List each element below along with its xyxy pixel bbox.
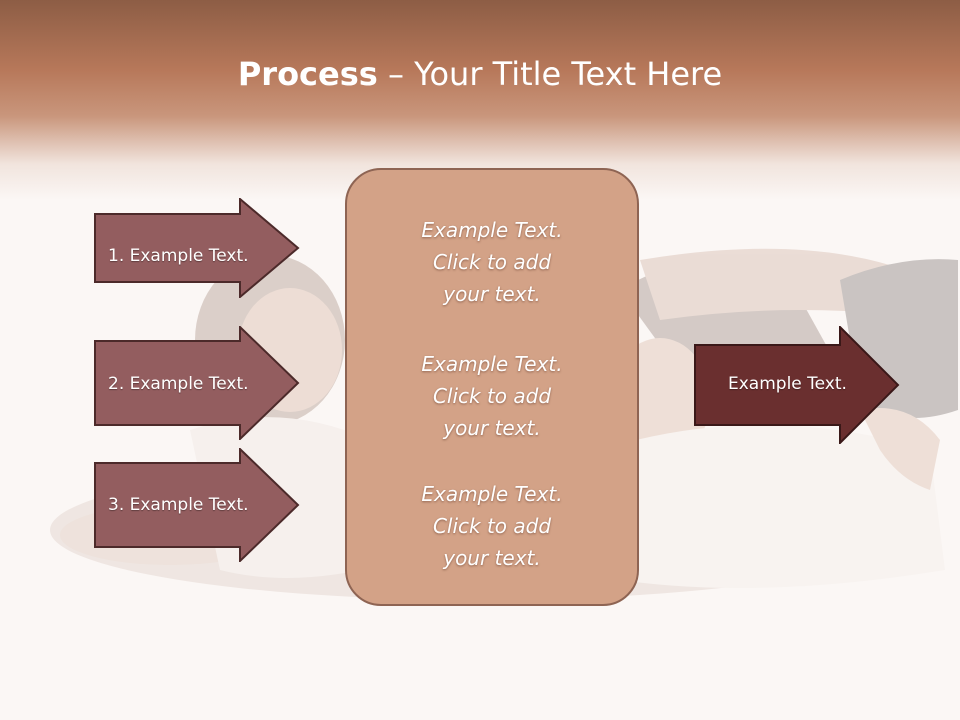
process-arrow-1-label: 1. Example Text. [108, 246, 249, 266]
header-band [0, 0, 960, 200]
center-block-1-line-1: Example Text. [421, 218, 563, 242]
process-arrow-3[interactable] [94, 448, 300, 562]
center-block-2-line-3: your text. [443, 416, 541, 440]
center-block-3-line-2: Click to add [432, 514, 552, 538]
center-block-3-line-1: Example Text. [421, 482, 563, 506]
center-block-2-line-2: Click to add [432, 384, 552, 408]
process-arrow-2[interactable] [94, 326, 300, 440]
title-rest: – Your Title Text Here [377, 55, 723, 93]
process-arrow-1[interactable] [94, 198, 300, 298]
center-block-1-line-3: your text. [443, 282, 541, 306]
slide-title[interactable]: Process – Your Title Text Here [0, 52, 960, 96]
process-arrow-3-label: 3. Example Text. [108, 495, 249, 515]
result-arrow-label: Example Text. [728, 374, 847, 394]
center-block-3: Example Text. Click to add your text. [345, 478, 639, 574]
center-text-box[interactable] [345, 168, 639, 606]
process-arrow-2-label: 2. Example Text. [108, 374, 249, 394]
center-block-2-line-1: Example Text. [421, 352, 563, 376]
center-block-2: Example Text. Click to add your text. [345, 348, 639, 444]
result-arrow[interactable] [694, 326, 900, 444]
center-block-1-line-2: Click to add [432, 250, 552, 274]
title-bold: Process [237, 55, 378, 93]
center-block-1: Example Text. Click to add your text. [345, 214, 639, 310]
center-block-3-line-3: your text. [443, 546, 541, 570]
